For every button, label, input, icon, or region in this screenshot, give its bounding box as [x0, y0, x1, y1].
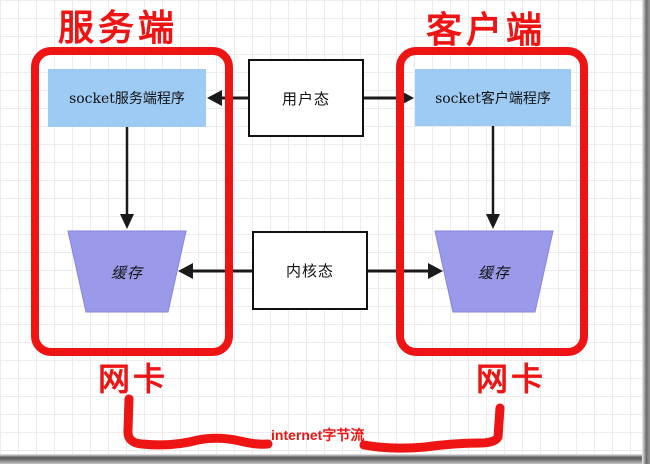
window-edge-bottom	[0, 454, 650, 464]
server-program-box: socket服务端程序	[48, 69, 206, 127]
kernel-mode-box: 内核态	[252, 231, 368, 310]
server-frame	[31, 47, 233, 356]
arrow-clientprog-to-buffer	[486, 126, 500, 229]
window-edge-right	[642, 0, 650, 464]
nic-label-right: 网卡	[475, 361, 546, 397]
client-frame	[396, 47, 588, 356]
internet-bracket-left	[123, 394, 273, 450]
buffer-trapezoid-left	[67, 230, 187, 313]
buffer-label-right: 缓存	[477, 264, 510, 282]
server-title: 服务端	[57, 7, 178, 48]
buffer-label-left: 缓存	[110, 264, 143, 282]
client-program-box: socket客户端程序	[415, 69, 571, 126]
buffer-trapezoid-right	[434, 230, 554, 313]
internet-bytestream-label: internet字节流	[271, 427, 365, 443]
nic-label-left: 网卡	[97, 361, 168, 397]
arrow-serverprog-to-buffer	[120, 127, 134, 229]
client-title: 客户端	[425, 9, 546, 50]
internet-bracket-right	[359, 403, 505, 453]
arrow-kernel-to-left-buffer	[178, 263, 252, 279]
arrow-user-to-server	[207, 90, 248, 106]
user-mode-box: 用户态	[248, 59, 364, 137]
